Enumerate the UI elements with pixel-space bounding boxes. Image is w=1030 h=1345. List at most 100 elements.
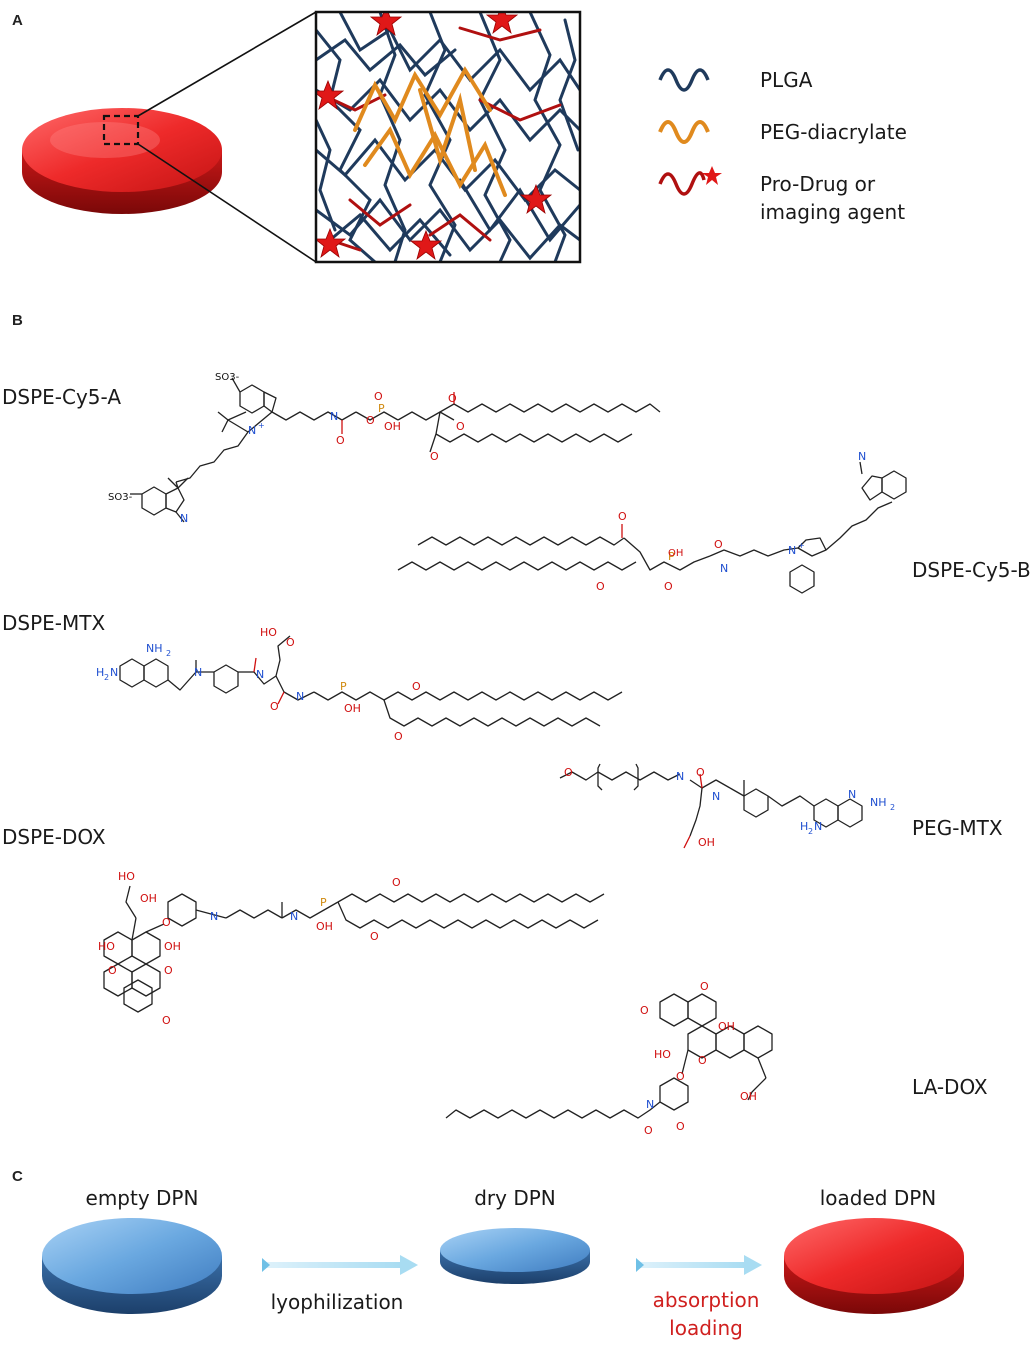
- legend-prodrug-label-1: Pro-Drug or: [760, 172, 876, 196]
- svg-text:N: N: [210, 910, 218, 923]
- svg-text:N: N: [110, 666, 118, 679]
- svg-text:OH: OH: [140, 892, 157, 905]
- panel-label-c: C: [12, 1168, 23, 1185]
- svg-text:N: N: [814, 820, 822, 833]
- svg-text:O: O: [286, 636, 295, 649]
- svg-text:N: N: [720, 562, 728, 575]
- structure-dspe-dox: [103, 885, 605, 1013]
- svg-text:OH: OH: [698, 836, 715, 849]
- label-dspe-dox: DSPE-DOX: [2, 825, 106, 849]
- svg-text:O: O: [164, 964, 173, 977]
- svg-text:O: O: [162, 1014, 171, 1027]
- svg-text:N: N: [256, 668, 264, 681]
- zoom-box-frame: [314, 10, 582, 264]
- structure-dspe-cy5-a: [130, 377, 661, 523]
- svg-text:N: N: [296, 690, 304, 703]
- zoom-region-marker: [102, 114, 140, 146]
- panel-label-b: B: [12, 312, 23, 329]
- svg-text:P: P: [340, 680, 347, 693]
- svg-text:HO: HO: [98, 940, 115, 953]
- legend-prodrug-label-2: imaging agent: [760, 200, 906, 224]
- structure-la-dox: [445, 993, 773, 1119]
- svg-text:O: O: [596, 580, 605, 593]
- svg-text:O: O: [618, 510, 627, 523]
- svg-text:P: P: [378, 402, 385, 415]
- polymer-network: [316, 12, 580, 262]
- svg-text:+: +: [798, 541, 805, 550]
- svg-text:O: O: [374, 390, 383, 403]
- label-dspe-cy5-b: DSPE-Cy5-B: [912, 558, 1030, 582]
- svg-text:N: N: [712, 790, 720, 803]
- svg-text:2: 2: [890, 803, 895, 812]
- legend-plga-glyph: [658, 68, 710, 92]
- svg-text:O: O: [640, 1004, 649, 1017]
- panel-label-a: A: [12, 12, 23, 29]
- svg-text:OH: OH: [344, 702, 361, 715]
- svg-text:O: O: [664, 580, 673, 593]
- legend-plga-label: PLGA: [760, 68, 813, 92]
- svg-text:N: N: [676, 770, 684, 783]
- svg-text:N: N: [194, 666, 202, 679]
- svg-text:2: 2: [808, 827, 813, 836]
- svg-text:O: O: [696, 766, 705, 779]
- svg-text:P: P: [320, 896, 327, 909]
- svg-text:HO: HO: [260, 626, 277, 639]
- structure-dspe-cy5-b: [397, 461, 907, 594]
- legend-prodrug-glyph: [658, 171, 706, 196]
- svg-text:OH: OH: [164, 940, 181, 953]
- label-la-dox: LA-DOX: [912, 1075, 988, 1099]
- svg-text:O: O: [270, 700, 279, 713]
- svg-text:O: O: [698, 1054, 707, 1067]
- svg-text:N: N: [858, 450, 866, 463]
- svg-text:O: O: [644, 1124, 653, 1137]
- svg-text:O: O: [700, 980, 709, 993]
- svg-text:O: O: [412, 680, 421, 693]
- label-peg-mtx: PEG-MTX: [912, 816, 1003, 840]
- peg-chains: [353, 66, 507, 197]
- svg-text:HO: HO: [654, 1048, 671, 1061]
- svg-text:O: O: [564, 766, 573, 779]
- legend-peg-label: PEG-diacrylate: [760, 120, 907, 144]
- caption-absorption: absorption: [652, 1288, 760, 1312]
- structure-peg-mtx: [559, 763, 863, 849]
- caption-empty-dpn: empty DPN: [85, 1186, 199, 1210]
- svg-text:O: O: [108, 964, 117, 977]
- svg-text:OH: OH: [740, 1090, 757, 1103]
- svg-text:O: O: [336, 434, 345, 447]
- svg-text:OH: OH: [316, 920, 333, 933]
- svg-text:NH: NH: [146, 642, 163, 655]
- svg-text:N: N: [290, 910, 298, 923]
- svg-text:O: O: [456, 420, 465, 433]
- svg-text:+: +: [258, 421, 265, 430]
- label-dspe-cy5-a: DSPE-Cy5-A: [2, 385, 121, 409]
- svg-text:2: 2: [104, 673, 109, 682]
- svg-text:O: O: [714, 538, 723, 551]
- svg-text:N: N: [848, 788, 856, 801]
- drug-stars: [316, 12, 553, 261]
- svg-text:N: N: [180, 512, 188, 525]
- svg-text:N: N: [646, 1098, 654, 1111]
- svg-text:O: O: [676, 1120, 685, 1133]
- structure-dspe-mtx: [119, 635, 623, 727]
- svg-text:O: O: [162, 916, 171, 929]
- label-dspe-mtx: DSPE-MTX: [2, 611, 106, 635]
- atom-labels: SO3- SO3- N+ N N O O P O OH O O O O O P …: [96, 372, 895, 1137]
- svg-text:HO: HO: [118, 870, 135, 883]
- caption-dry-dpn: dry DPN: [474, 1186, 556, 1210]
- caption-loaded-dpn: loaded DPN: [819, 1186, 937, 1210]
- zoom-line-bottom: [137, 143, 317, 263]
- legend-peg-glyph: [658, 120, 710, 144]
- svg-text:SO3-: SO3-: [215, 372, 240, 383]
- svg-text:N: N: [788, 544, 796, 557]
- caption-lyophilization: lyophilization: [270, 1290, 404, 1314]
- svg-text:H: H: [96, 666, 104, 679]
- legend-star-glyph: [702, 166, 722, 185]
- svg-text:O: O: [430, 450, 439, 463]
- svg-text:OH: OH: [384, 420, 401, 433]
- svg-text:H: H: [800, 820, 808, 833]
- zoom-line-top: [137, 11, 317, 117]
- svg-text:O: O: [366, 414, 375, 427]
- svg-text:NH: NH: [870, 796, 887, 809]
- svg-text:O: O: [392, 876, 401, 889]
